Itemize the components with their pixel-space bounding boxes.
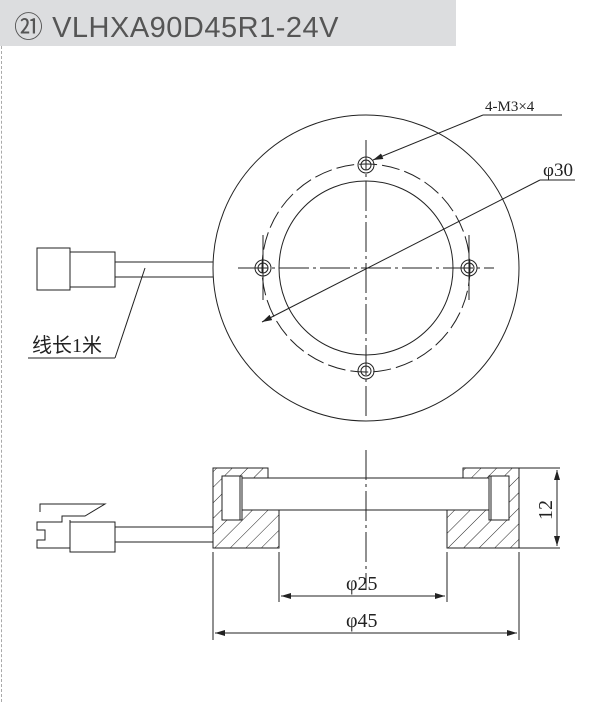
product-title: ㉑ VLHXA90D45R1-24V [14, 4, 339, 46]
thread-label: 4-M3×4 [485, 99, 535, 115]
mount-holes [254, 156, 478, 380]
title-bar: ㉑ VLHXA90D45R1-24V [0, 0, 456, 46]
cable-length-label: 线长1米 [32, 334, 102, 357]
connector-sleeve [69, 251, 116, 288]
page-border [1, 46, 2, 702]
side-view [36, 450, 560, 640]
top-view [28, 114, 575, 422]
outer-diameter-label: φ45 [346, 610, 378, 632]
item-number: ㉑ [14, 12, 44, 44]
inner-diameter-label: φ25 [346, 573, 378, 595]
outer-circle [212, 114, 520, 422]
height-label: 12 [535, 500, 557, 520]
model-name: VLHXA90D45R1-24V [52, 12, 339, 44]
connector-body [36, 247, 71, 291]
bolt-circle-label: φ30 [543, 160, 573, 181]
